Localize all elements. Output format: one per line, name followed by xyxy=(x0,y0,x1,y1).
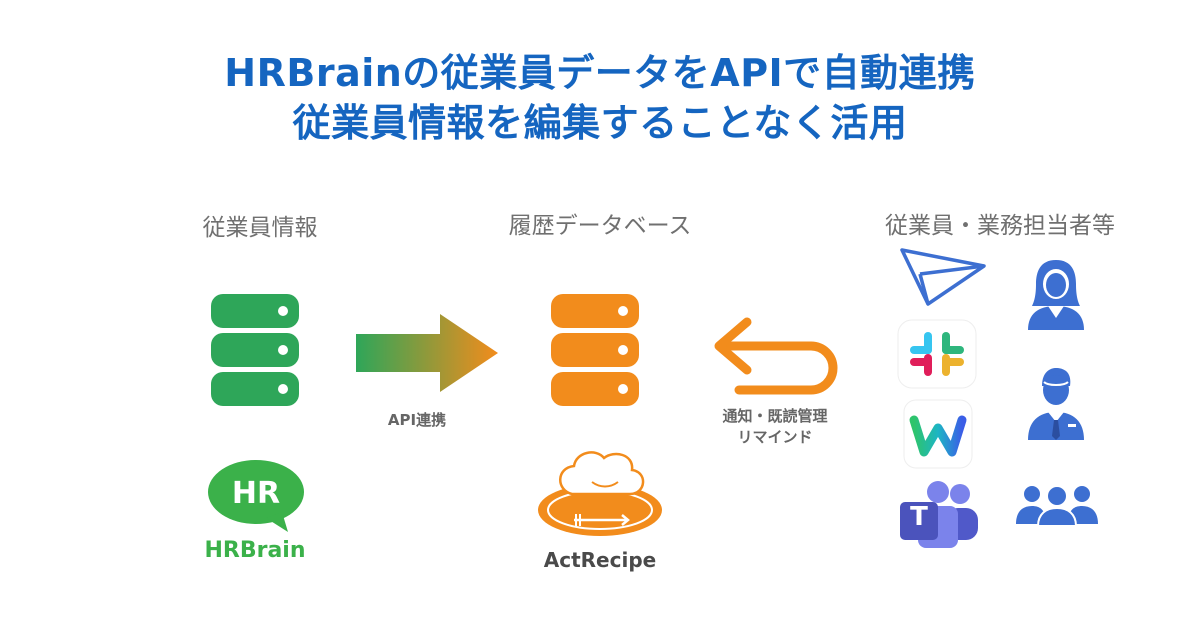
return-arrow-icon xyxy=(714,317,838,395)
businessman-icon xyxy=(1028,368,1084,440)
hrbrain-badge: HR xyxy=(231,476,281,511)
history-db-label: 履歴データベース xyxy=(508,213,692,239)
paper-plane-icon xyxy=(900,248,986,306)
title-line-1: HRBrainの従業員データをAPIで自動連携 xyxy=(224,51,976,95)
w-app-icon xyxy=(903,399,973,469)
group-icon xyxy=(1016,485,1098,527)
teams-letter: T xyxy=(910,502,928,532)
green-database-icon xyxy=(211,294,299,406)
hrbrain-name: HRBrain xyxy=(204,538,306,563)
staff-label: 従業員・業務担当者等 xyxy=(885,213,1115,239)
api-arrow-icon xyxy=(356,314,498,392)
notify-label-line-2: リマインド xyxy=(737,428,813,446)
api-label: API連携 xyxy=(387,411,447,429)
title-line-2: 従業員情報を編集することなく活用 xyxy=(292,101,908,145)
notify-label: 通知・既読管理 リマインド xyxy=(700,406,850,448)
chef-hat-icon xyxy=(538,451,662,536)
orange-database-icon xyxy=(551,294,639,406)
woman-icon xyxy=(1028,260,1084,330)
actrecipe-name: ActRecipe xyxy=(543,548,657,572)
employee-info-label: 従業員情報 xyxy=(202,215,318,241)
slack-icon xyxy=(897,319,977,389)
teams-logo-icon xyxy=(900,481,978,548)
hrbrain-bubble-icon xyxy=(208,460,304,532)
notify-label-line-1: 通知・既読管理 xyxy=(722,407,828,425)
